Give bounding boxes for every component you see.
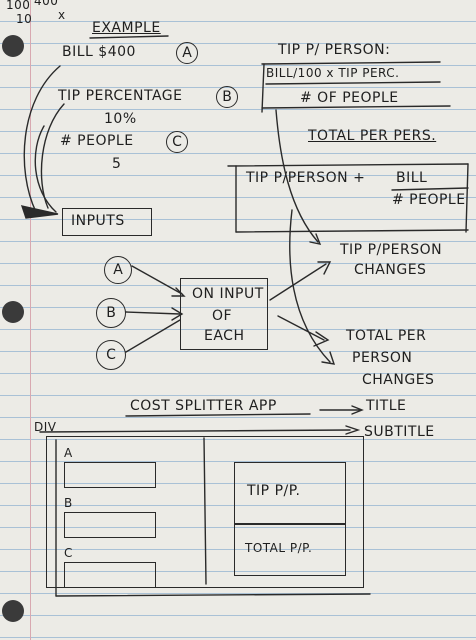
- punch-hole-bottom: [2, 600, 24, 622]
- app-container: [46, 436, 364, 588]
- output-total-line3: CHANGES: [362, 372, 435, 388]
- example-title: EXAMPLE: [92, 20, 161, 36]
- inputs-label: INPUTS: [71, 213, 125, 229]
- div-label: DIV: [34, 420, 57, 434]
- marker-b-text: B: [222, 89, 232, 105]
- subtitle-annotation: SUBTITLE: [364, 424, 435, 440]
- app-input-b: [64, 512, 156, 538]
- output-total-line1: TOTAL PER: [346, 328, 427, 344]
- output-total-line2: PERSON: [352, 350, 413, 366]
- punch-hole-middle: [2, 301, 24, 323]
- example-tip-value: 10%: [104, 111, 137, 127]
- flow-node-c: C: [96, 340, 126, 370]
- app-input-c-label: C: [64, 546, 73, 560]
- punch-hole-top: [2, 35, 24, 57]
- margin-line: [30, 0, 31, 640]
- flow-node-b: B: [96, 298, 126, 328]
- output-tip-line2: CHANGES: [354, 262, 427, 278]
- example-tip-percentage: TIP PERCENTAGE: [58, 88, 183, 104]
- on-input-line2: OF: [212, 308, 233, 324]
- app-input-b-label: B: [64, 496, 73, 510]
- flow-node-c-text: C: [106, 347, 116, 363]
- output-tip-line1: TIP P/PERSON: [340, 242, 443, 258]
- tip-per-person-label: TIP P/P.: [247, 483, 301, 499]
- flow-node-a-text: A: [113, 262, 123, 278]
- app-input-c: [64, 562, 156, 588]
- marker-c-text: C: [172, 134, 182, 150]
- app-title: COST SPLITTER APP: [130, 398, 277, 414]
- total-formula-expr: TIP P/PERSON +: [246, 170, 366, 186]
- app-input-a: [64, 462, 156, 488]
- flow-node-a: A: [104, 256, 132, 284]
- total-per-person-box: TOTAL P/P.: [234, 524, 346, 576]
- flow-node-b-text: B: [106, 305, 116, 321]
- corner-note-100: 100: [6, 0, 31, 12]
- tip-formula-label: TIP P/ PERSON:: [278, 42, 391, 58]
- marker-a-text: A: [182, 45, 192, 61]
- tip-per-person-box: TIP P/P.: [234, 462, 346, 524]
- on-input-line3: EACH: [204, 328, 245, 344]
- corner-note-x: x: [58, 8, 66, 22]
- example-people-value: 5: [112, 156, 122, 172]
- inputs-box: INPUTS: [62, 208, 152, 236]
- app-input-a-label: A: [64, 446, 73, 460]
- corner-note-400: 400: [34, 0, 59, 8]
- corner-note-10: 10: [16, 12, 33, 26]
- tip-formula-denominator: # OF PEOPLE: [300, 90, 399, 106]
- on-input-line1: ON INPUT: [192, 286, 264, 302]
- title-annotation: TITLE: [366, 398, 407, 414]
- total-formula-denominator: # PEOPLE: [392, 192, 466, 208]
- example-people: # PEOPLE: [60, 133, 134, 149]
- marker-a-bill: A: [176, 42, 198, 64]
- total-formula-label: TOTAL PER PERS.: [308, 128, 437, 144]
- marker-b-tip: B: [216, 86, 238, 108]
- total-formula-numerator: BILL: [396, 170, 428, 186]
- example-bill: BILL $400: [62, 44, 136, 60]
- total-per-person-label: TOTAL P/P.: [245, 541, 313, 555]
- tip-formula-numerator: BILL/100 x TIP PERC.: [266, 66, 400, 80]
- marker-c-people: C: [166, 131, 188, 153]
